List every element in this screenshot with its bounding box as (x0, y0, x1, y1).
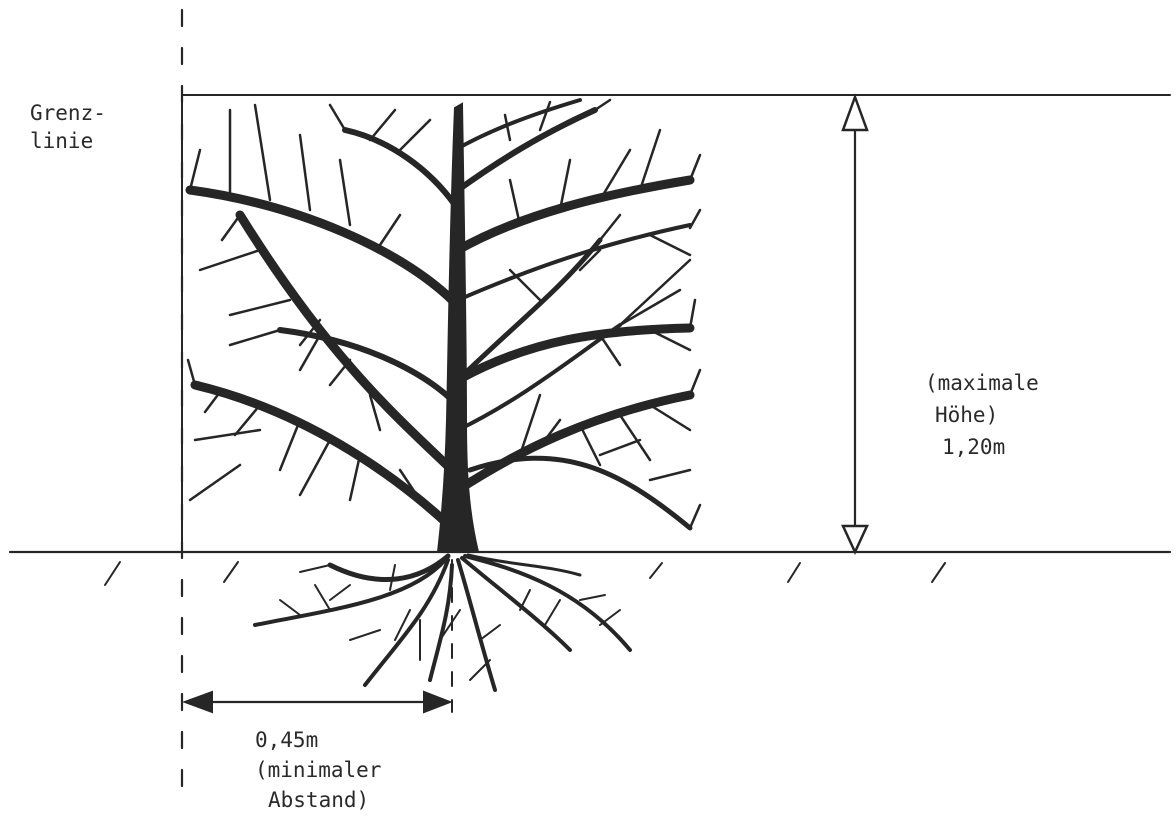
arrow-up-icon (841, 93, 869, 132)
tree-branches (185, 98, 702, 533)
distance-label-line-2: (minimaler (255, 758, 382, 782)
ground-hatching (104, 561, 946, 586)
tree-trunk (436, 102, 480, 553)
arrow-right-icon (423, 690, 453, 714)
boundary-label-line-1: Grenz- (30, 101, 106, 125)
distance-dimension-arrow (182, 690, 453, 714)
boundary-label-line-2: linie (30, 129, 94, 153)
tree-illustration (185, 98, 702, 692)
arrow-left-icon (182, 690, 213, 714)
height-label-line-2: Höhe) (935, 403, 999, 427)
tree-roots (253, 553, 632, 692)
distance-label-line-3: Abstand) (268, 788, 370, 812)
arrow-down-icon (841, 524, 869, 555)
height-dimension-arrow (841, 93, 869, 555)
height-value: 1,20m (942, 435, 1006, 459)
height-label-line-1: (maximale (925, 371, 1039, 395)
distance-value: 0,45m (255, 728, 319, 752)
